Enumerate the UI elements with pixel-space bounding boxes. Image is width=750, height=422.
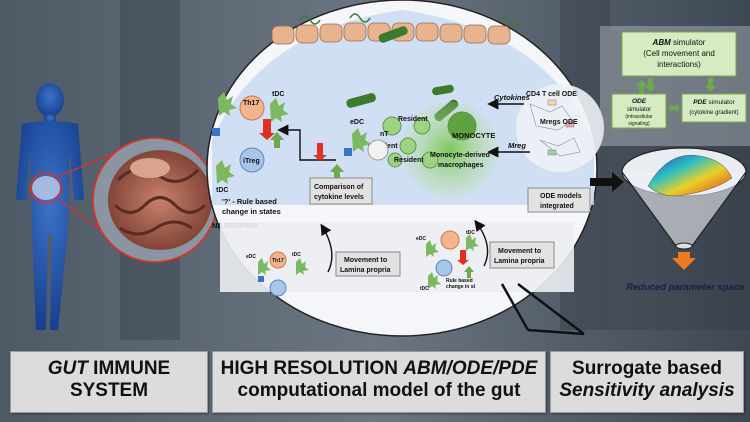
label-ode-models-2: integrated (540, 203, 574, 210)
label-comparison-1: Comparison of (314, 184, 364, 191)
zoom-label-edc2: eDC (416, 236, 426, 242)
label-movement-right-2: Lamina propria (494, 258, 545, 265)
caption-gut-italic: GUT (47, 358, 88, 379)
ode-line3: signaling) (628, 121, 650, 127)
zoom-label-tdc: tDC (292, 252, 301, 258)
label-reduced-parameter-space: Reduced parameter space (626, 282, 745, 293)
zoom-label-th17: Th17 (272, 258, 284, 264)
caption-immune: IMMUNE (87, 358, 171, 379)
label-mregs-ode: Mregs ODE (540, 119, 578, 126)
cell-label-macrophages-2: macrophages (438, 162, 484, 169)
movement-box-right: Movement to Lamina propria (489, 241, 555, 269)
caption-high-resolution: HIGH RESOLUTION (220, 358, 404, 379)
itreg-cell: iTreg (239, 147, 265, 173)
tdc-top-icon (270, 98, 289, 122)
cell-label-edc: eDC (350, 119, 364, 126)
cell-label-tdc-top: tDC (272, 91, 284, 98)
zoom-label-edc: eDC (246, 254, 256, 260)
ode-pde-arrow (668, 104, 680, 112)
abm-line3: interactions) (657, 60, 701, 69)
caption-computational-model: computational model of the gut (237, 380, 521, 401)
svg-text:PDE simulator: PDE simulator (693, 99, 735, 106)
red-down-arrow-2 (313, 143, 327, 161)
blue-square-2 (344, 148, 352, 156)
connector-bracket (286, 129, 336, 161)
lower-zoom-line-3 (527, 328, 585, 336)
ode-network-lines (529, 99, 581, 157)
movement-box-left: Movement to Lamina propria (335, 251, 401, 277)
comparison-box: Comparison of cytokine levels (309, 177, 373, 205)
blue-square-1 (212, 128, 220, 136)
label-movement-left-1: Movement to (344, 257, 387, 264)
svg-text:ODE: ODE (632, 98, 647, 105)
ode-simulator-box: ODE simulator (intracellular signaling) (611, 93, 667, 129)
arrow-to-funnel (590, 172, 624, 192)
caption-high-resolution-model: HIGH RESOLUTION ABM/ODE/PDE computationa… (212, 351, 546, 413)
arrow-curve-right (474, 219, 489, 267)
cell-label-th17: Th17 (243, 100, 259, 107)
tdc-left-icon (218, 92, 237, 116)
caption-surrogate-sensitivity: Surrogate based Sensitivity analysis (550, 351, 744, 413)
cell-label-tdc-bottom: tDC (216, 187, 228, 194)
zoom-label-rule-2: change in st (446, 284, 476, 290)
resident-cells (382, 111, 477, 169)
pde-rest: simulator (707, 99, 736, 106)
abm-rest: simulator (671, 38, 706, 47)
tdc-bottom-icon (216, 160, 235, 184)
cell-label-resident-3: Resident (394, 157, 424, 164)
abm-simulator-box: ABM simulator (Cell movement and interac… (621, 31, 737, 77)
cell-label-resident-1: Resident (398, 116, 428, 123)
nt-cell: nT (367, 131, 389, 161)
abm-line2: (Cell movement and (643, 49, 715, 58)
pde-line2: (cytokine gradient) (689, 110, 738, 116)
label-movement-left-2: Lamina propria (340, 267, 391, 274)
abm-title: ABM (652, 38, 672, 47)
orange-down-arrow (672, 252, 696, 270)
zoom-cells-left (258, 251, 309, 297)
ode-network-blob (516, 84, 604, 172)
zoom-label-tdc3: tDC (420, 286, 429, 292)
gut-organ-zoom (92, 137, 218, 263)
ode-line2: (intracellular (625, 114, 653, 120)
label-cytokines: Cytokines (494, 93, 530, 102)
red-down-arrow-1 (259, 119, 275, 140)
svg-text:ABM simulator: ABM simulator (652, 38, 706, 47)
zoom-cells-right (426, 230, 479, 289)
cell-label-itreg: iTreg (243, 158, 260, 165)
green-up-arrow-2 (330, 164, 344, 180)
cell-label-macrophages-1: Monocyte-derived (430, 152, 490, 159)
simulator-arrows (636, 78, 716, 94)
response-surface-plot (647, 154, 733, 197)
ode-title: ODE (632, 98, 647, 105)
lower-zoom-line-2 (517, 283, 585, 335)
zoom-label-tdc2: tDC (466, 230, 475, 236)
label-movement-right-1: Movement to (498, 248, 541, 255)
caption-surrogate-based: Surrogate based (572, 358, 722, 379)
zoom-label-rule-1: Rule based (446, 278, 473, 284)
label-mreg: Mreg (508, 141, 526, 150)
label-rule-based-2: change in states (222, 207, 281, 216)
caption-abm-ode-pde: ABM/ODE/PDE (403, 358, 538, 379)
th17-cell: Th17 (239, 95, 265, 121)
edc-cell: eDC (350, 119, 371, 152)
label-comparison-2: cytokine levels (314, 194, 364, 201)
ode-models-box: ODE models integrated (527, 187, 591, 213)
green-up-arrow-1 (270, 132, 284, 148)
lower-zoom-line-1 (500, 283, 530, 331)
caption-sensitivity-analysis: Sensitivity analysis (559, 380, 735, 401)
cell-label-nt: nT (380, 131, 389, 138)
cell-label-monocyte: MONOCYTE (452, 131, 495, 140)
arrow-curve-left (320, 223, 333, 273)
ode-rest: simulator (627, 107, 651, 113)
pde-simulator-box: PDE simulator (cytokine gradient) (681, 93, 747, 123)
label-ode-models-1: ODE models (540, 193, 582, 200)
caption-gut-immune-system: GUT IMMUNE SYSTEM (10, 351, 208, 413)
caption-system: SYSTEM (69, 380, 149, 401)
label-rule-based-1: '?' - Rule based (222, 197, 277, 206)
label-cd4-ode: CD4 T cell ODE (526, 91, 577, 98)
body-gut-icon (30, 172, 62, 204)
pde-title: PDE (693, 99, 707, 106)
